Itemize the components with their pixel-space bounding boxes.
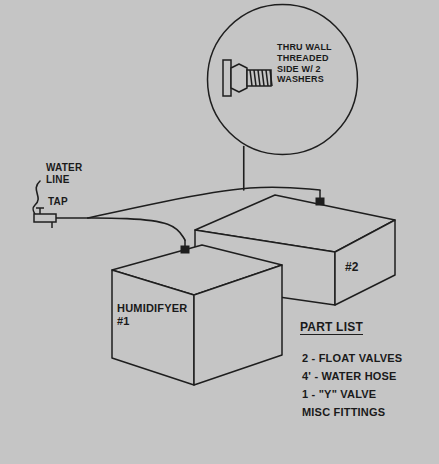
part-item: 2 - FLOAT VALVES: [302, 352, 402, 365]
hose-line: [88, 218, 185, 240]
detail-circle: THRU WALL THREADED SIDE W/ 2 WASHERS: [205, 2, 360, 157]
float-valve: [181, 246, 189, 253]
pipe-label: WATER LINE: [46, 162, 92, 186]
thread-line: [258, 70, 260, 86]
node-text: HUMIDIFYER #1: [117, 302, 191, 328]
fitting-nut: [231, 64, 247, 92]
thread-line: [266, 70, 268, 86]
thread-line: [254, 70, 256, 86]
node-text: TAP: [48, 196, 84, 208]
humidifier-box: HUMIDIFYER #1: [112, 240, 282, 385]
part-item: MISC FITTINGS: [302, 406, 385, 419]
tap-body: [34, 214, 56, 222]
part-item: 4' - WATER HOSE: [302, 370, 397, 383]
sketch-stroke: [335, 220, 395, 305]
thread-line: [250, 70, 252, 86]
thread-line: [262, 70, 264, 86]
node-text: THRU WALL THREADED SIDE W/ 2 WASHERS: [277, 42, 345, 85]
water-line-pipe: [33, 181, 40, 217]
tap-valve: TAP: [30, 196, 88, 232]
fitting-thread: [247, 70, 271, 86]
fitting-flange: [223, 60, 231, 96]
node-text: #2: [345, 260, 389, 274]
magnifier-circle: [208, 5, 358, 155]
hose-stub: [56, 217, 88, 219]
sketch-stroke: [194, 265, 282, 385]
thread-line: [270, 70, 272, 86]
sketch-stroke: [319, 190, 321, 198]
tap-stem: [39, 208, 41, 214]
part-item: 1 - "Y" VALVE: [302, 388, 376, 401]
float-valve: [316, 198, 324, 205]
sketch-stroke: [112, 270, 194, 385]
tap-spout: [51, 222, 53, 228]
hose-line: [243, 147, 245, 190]
sketch-stroke: [184, 240, 186, 246]
list-heading: PART LIST: [300, 320, 363, 335]
